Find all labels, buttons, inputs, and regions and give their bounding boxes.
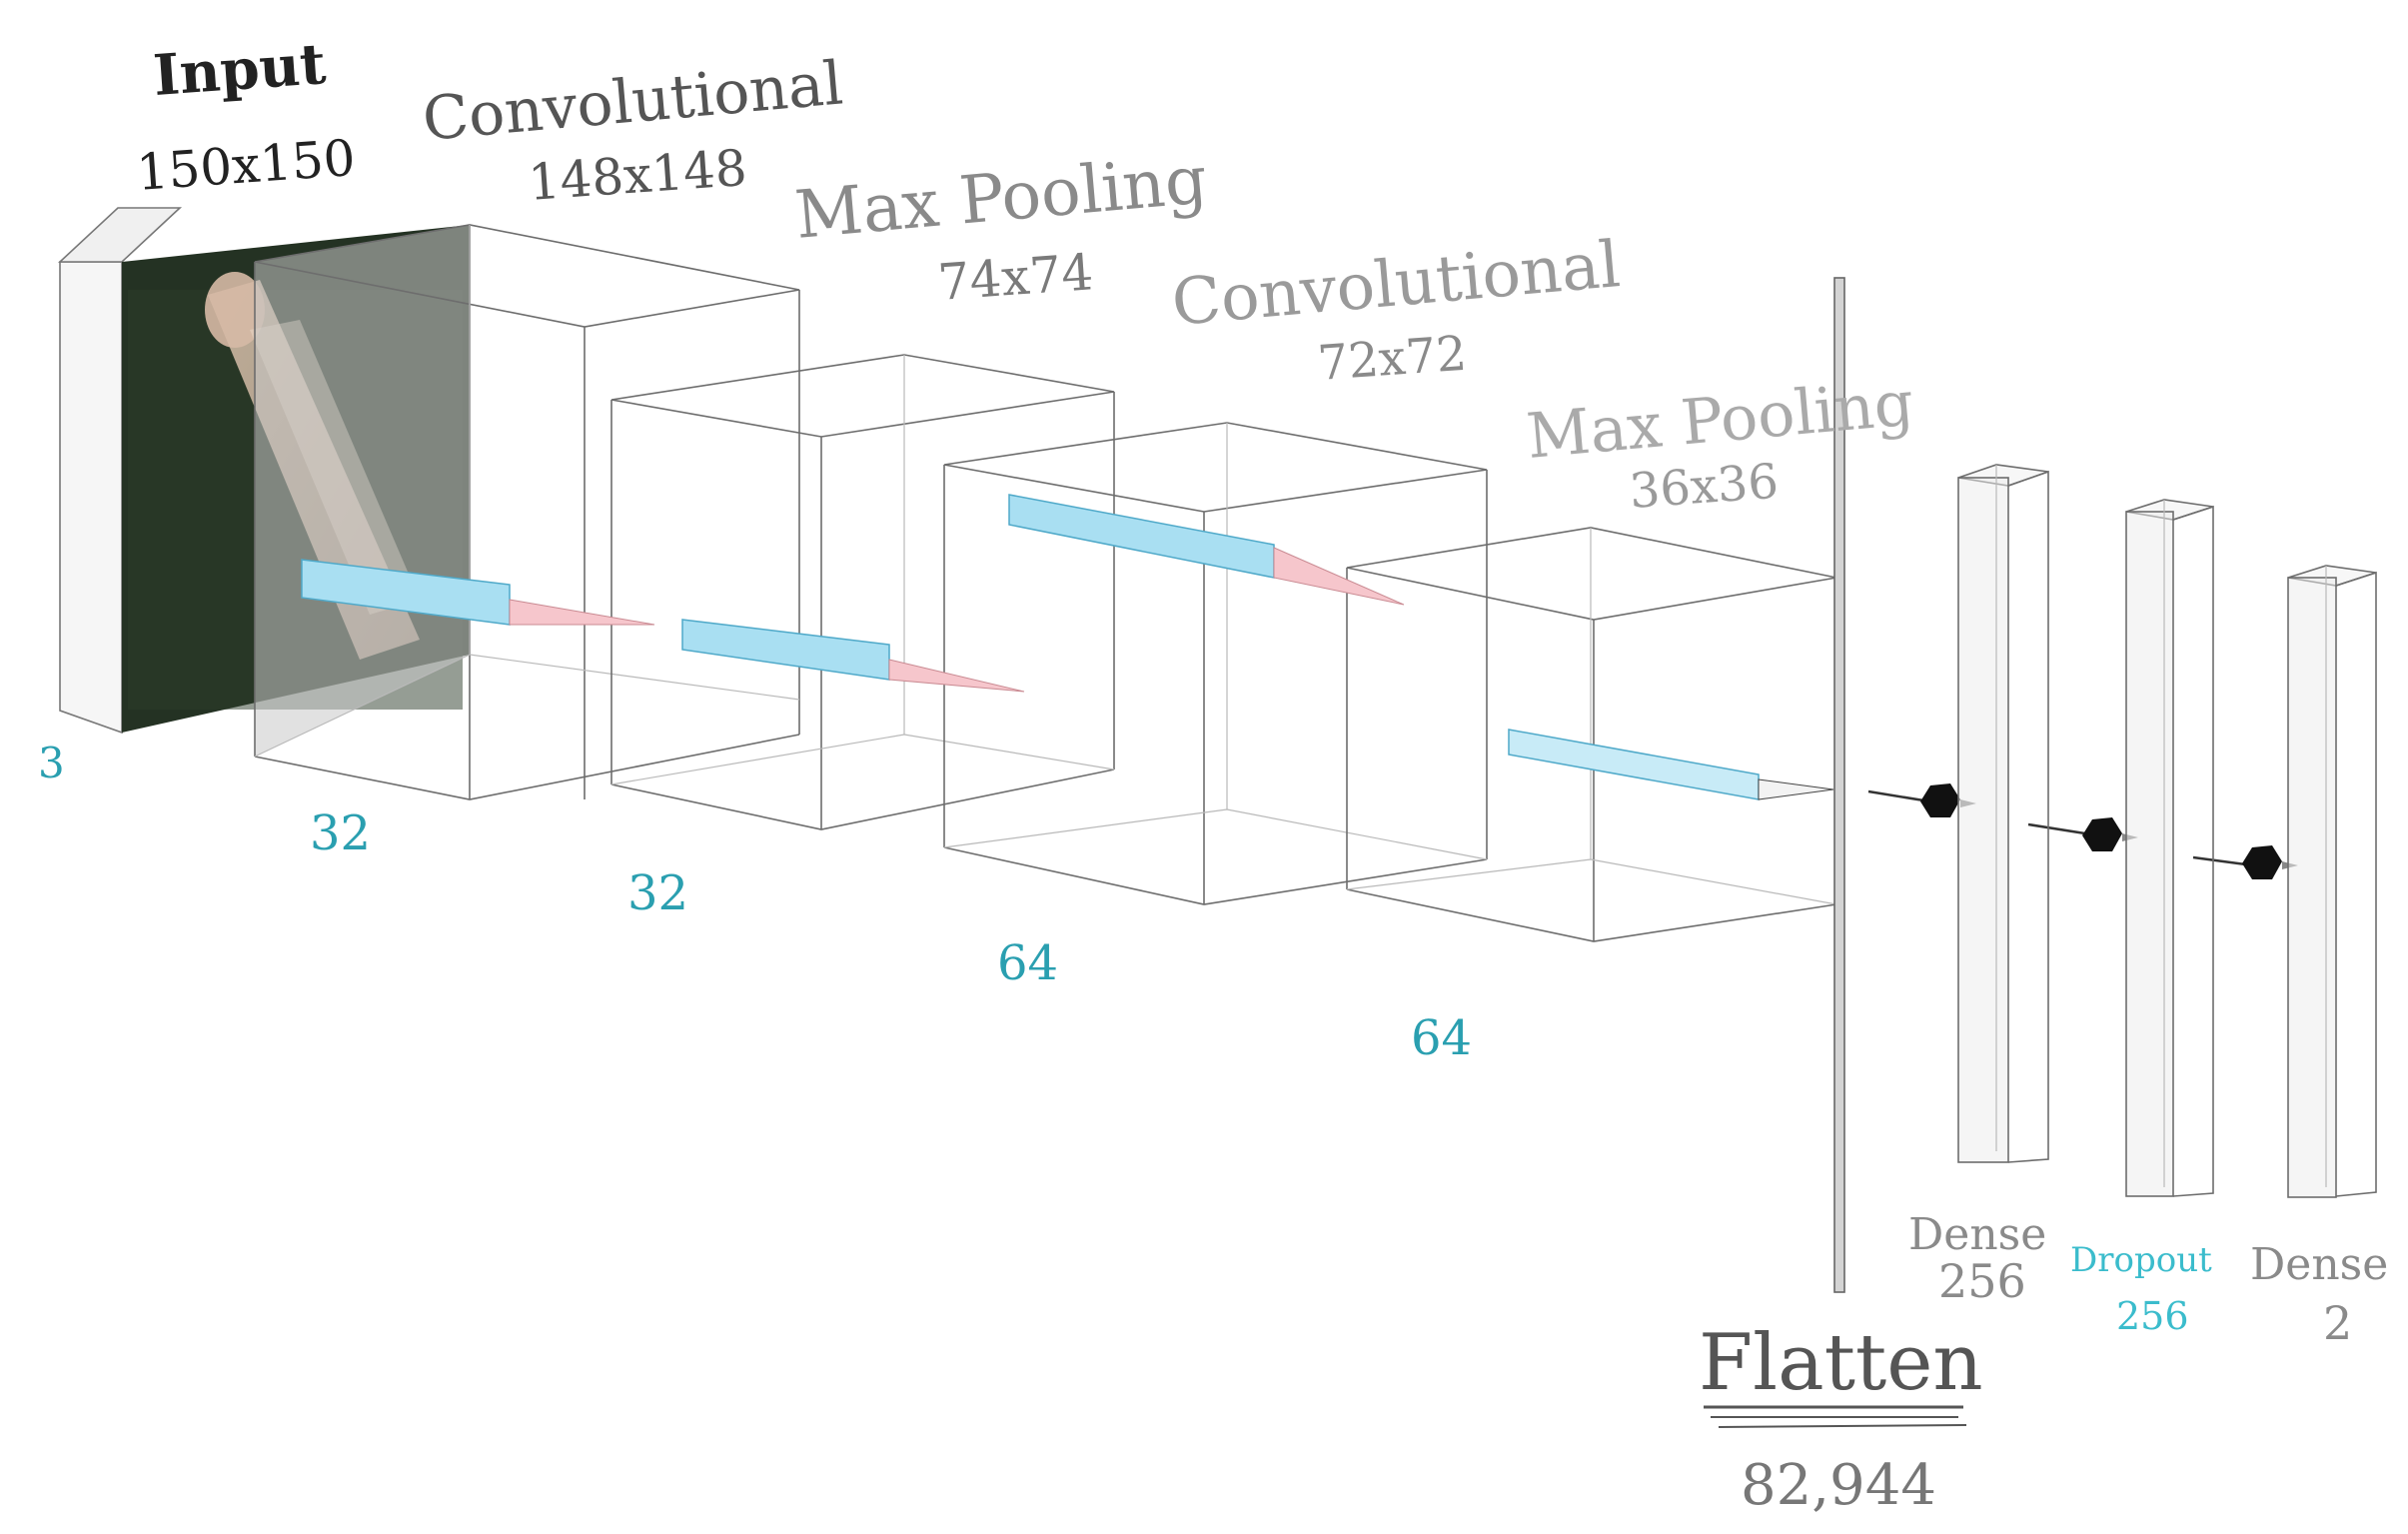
dropout-units: 256 bbox=[2116, 1294, 2189, 1338]
conv2-title: Convolutional bbox=[1169, 228, 1623, 341]
kernel-4 bbox=[1509, 730, 1833, 799]
maxpool1-size: 74x74 bbox=[936, 243, 1095, 312]
conv2-block bbox=[944, 423, 1487, 904]
neuron-1 bbox=[1920, 783, 1960, 817]
input-title: Input bbox=[151, 31, 328, 109]
conv2-channels: 64 bbox=[997, 935, 1058, 991]
conv2-size: 72x72 bbox=[1316, 326, 1469, 392]
flatten-title: Flatten bbox=[1699, 1318, 1983, 1408]
maxpool1-channels: 32 bbox=[627, 865, 688, 921]
conv1-block bbox=[255, 225, 799, 799]
conv1-channels: 32 bbox=[310, 805, 371, 861]
flatten-underline-3 bbox=[1719, 1425, 1966, 1427]
input-channels: 3 bbox=[38, 739, 65, 787]
maxpool1-block bbox=[611, 355, 1114, 829]
maxpool2-block bbox=[1347, 528, 1836, 941]
maxpool2-size: 36x36 bbox=[1628, 454, 1781, 520]
dropout-title: Dropout bbox=[2070, 1240, 2212, 1280]
input-size: 150x150 bbox=[135, 129, 358, 202]
kernel-2 bbox=[682, 620, 1024, 692]
dense1-title: Dense bbox=[1908, 1209, 2046, 1260]
maxpool1-title: Max Pooling bbox=[792, 141, 1210, 254]
dense1-units: 256 bbox=[1938, 1254, 2026, 1308]
dense2-title: Dense bbox=[2250, 1239, 2388, 1290]
flatten-size: 82,944 bbox=[1741, 1453, 1936, 1518]
dropout-column bbox=[2126, 500, 2213, 1196]
neuron-3 bbox=[2242, 845, 2282, 879]
dense1-column bbox=[1958, 465, 2048, 1162]
dense-connections bbox=[1868, 783, 2298, 879]
dense2-column bbox=[2288, 566, 2376, 1197]
conv1-size: 148x148 bbox=[527, 139, 749, 212]
conv1-title: Convolutional bbox=[420, 48, 845, 154]
neuron-2 bbox=[2082, 817, 2122, 851]
maxpool2-channels: 64 bbox=[1411, 1010, 1472, 1066]
dense2-units: 2 bbox=[2323, 1296, 2352, 1350]
